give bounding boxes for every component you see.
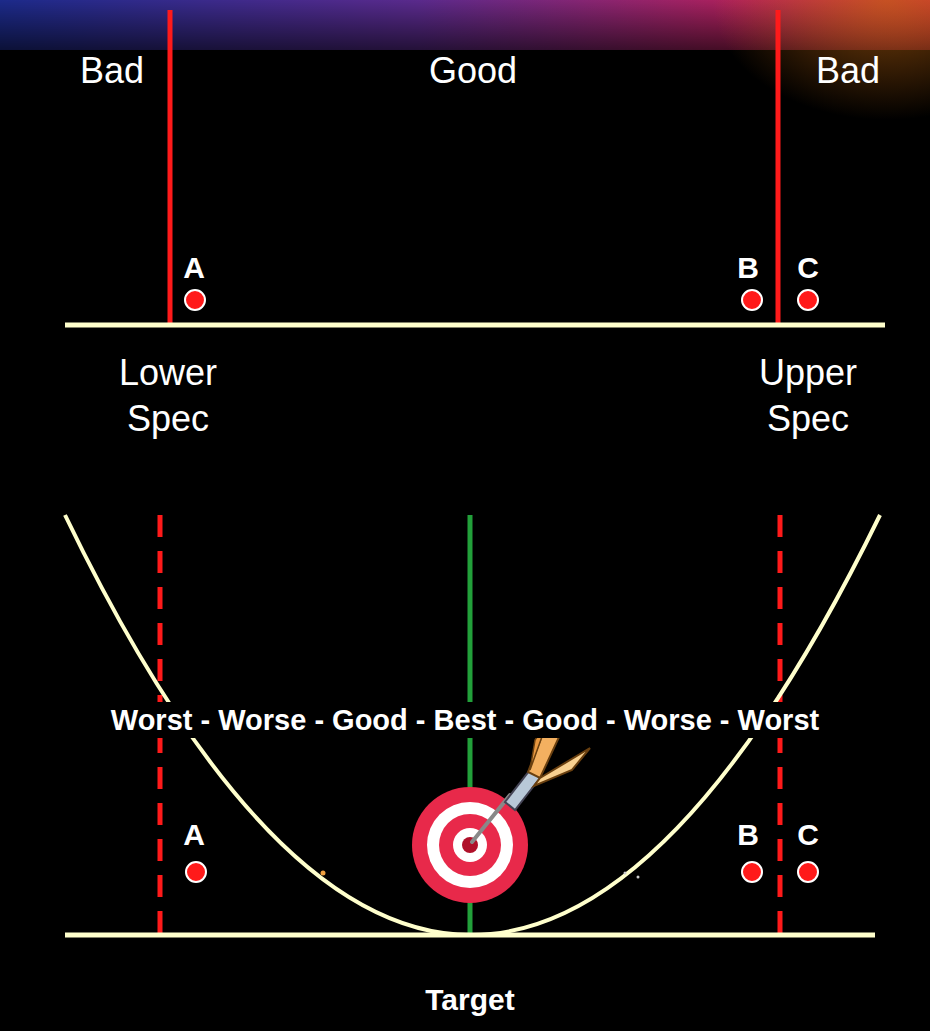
upper-spec-line [776, 10, 781, 325]
point-label: C [797, 816, 819, 854]
speck [321, 871, 326, 876]
axis-title: Target [425, 981, 514, 1019]
point-label: B [737, 816, 759, 854]
spec-label: Upper Spec [738, 350, 878, 442]
point-dot [742, 290, 762, 310]
zone-label: Good [429, 48, 517, 93]
spec-label: Lower Spec [98, 350, 238, 442]
point-dot [798, 290, 818, 310]
speck [637, 876, 640, 879]
point-label: B [737, 249, 759, 287]
lower-spec-line [168, 10, 173, 325]
zone-label: Bad [816, 48, 880, 93]
axis-line [65, 323, 885, 328]
point-dot [186, 862, 206, 882]
point-label: C [797, 249, 819, 287]
point-label: A [183, 249, 205, 287]
quality-scale: Worst - Worse - Good - Best - Good - Wor… [109, 702, 821, 738]
speck [624, 872, 627, 875]
glow [640, 0, 930, 200]
point-dot [742, 862, 762, 882]
axis-line [65, 933, 875, 938]
point-label: A [183, 816, 205, 854]
point-dot [798, 862, 818, 882]
point-dot [185, 290, 205, 310]
loss-curve [65, 515, 880, 935]
dart-icon [472, 720, 590, 842]
zone-label: Bad [80, 48, 144, 93]
